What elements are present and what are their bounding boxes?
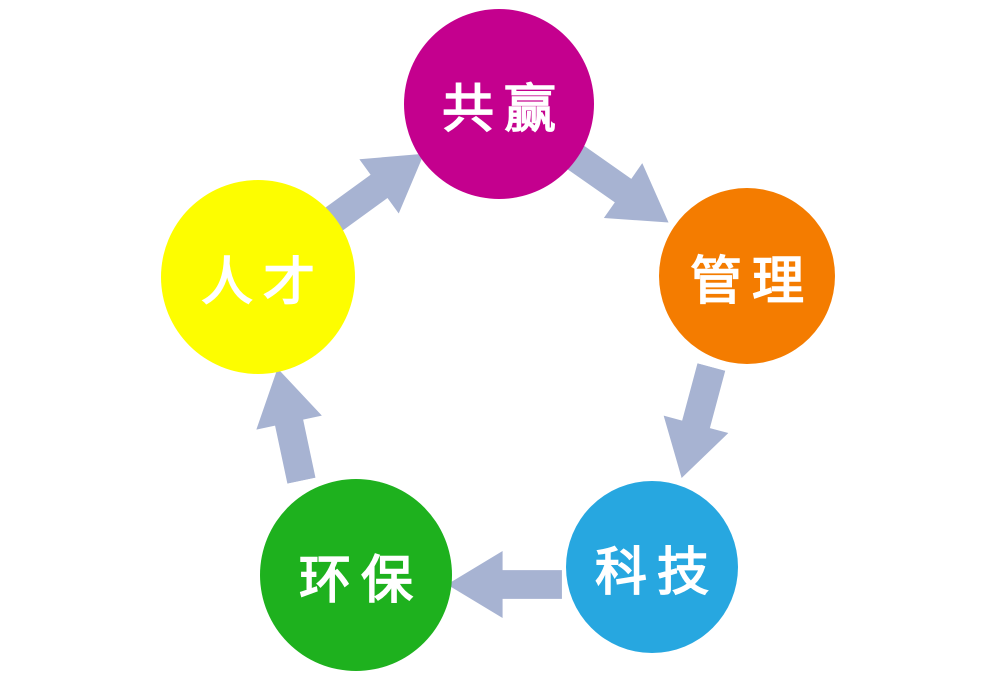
arrow-environment-to-talent <box>245 361 334 487</box>
node-talent-label: 人才 <box>200 254 325 312</box>
arrow-talent-to-winwin <box>311 127 443 249</box>
node-talent: 人才 <box>161 180 355 374</box>
arrow-technology-to-environment <box>447 551 562 618</box>
node-winwin: 共赢 <box>404 9 594 199</box>
node-environment-label: 环保 <box>298 552 423 610</box>
node-management: 管理 <box>659 188 835 364</box>
node-management-label: 管理 <box>689 253 814 311</box>
node-environment: 环保 <box>260 479 452 671</box>
arrow-winwin-to-management <box>555 129 688 250</box>
node-winwin-label: 共赢 <box>441 81 566 139</box>
arrow-management-to-technology <box>649 358 743 486</box>
node-technology-label: 科技 <box>594 544 719 602</box>
node-technology: 科技 <box>566 481 738 653</box>
